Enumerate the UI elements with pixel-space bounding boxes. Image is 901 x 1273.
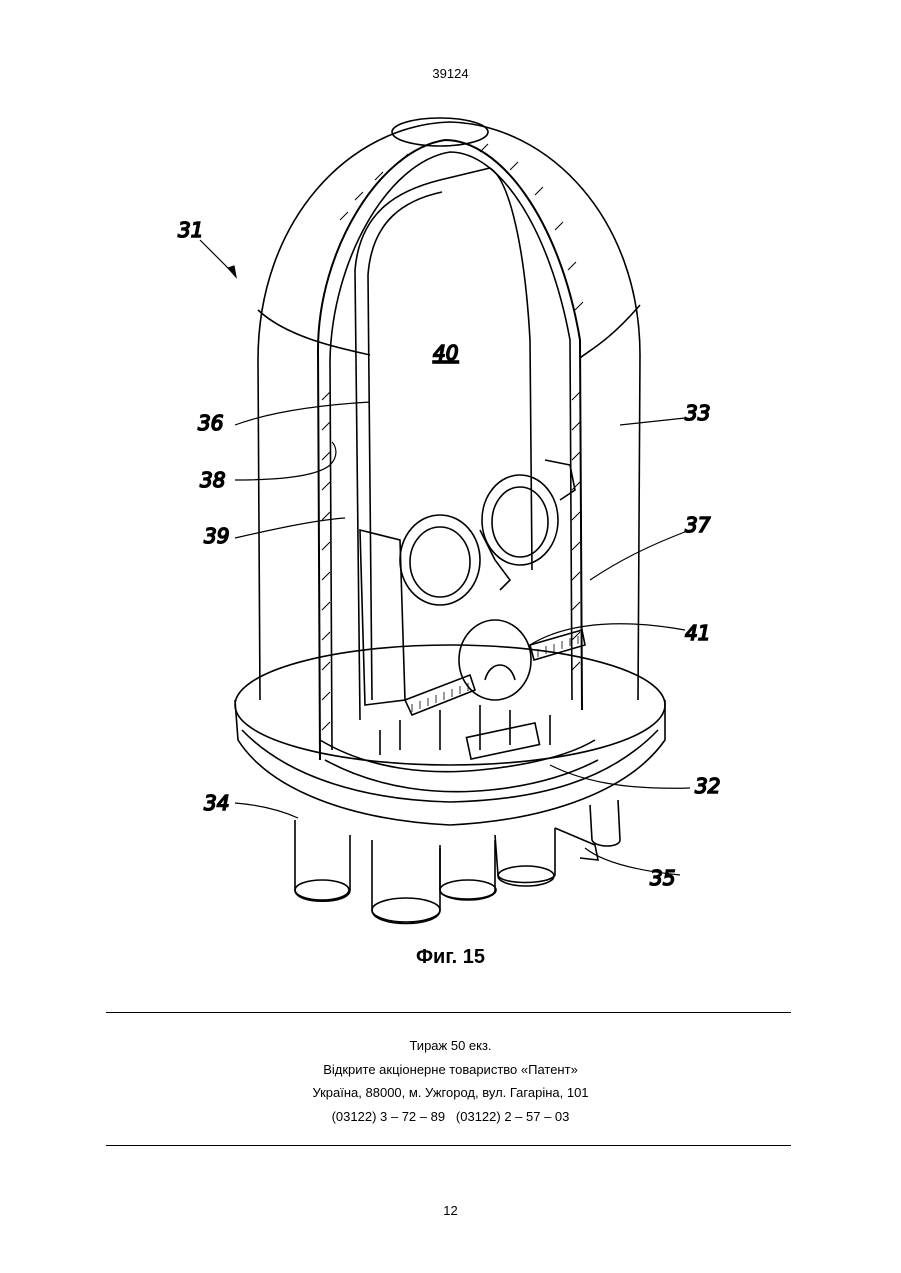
dome-outline [258,122,640,700]
figure-caption: Фиг. 15 [0,946,901,969]
label-31: 31 [178,218,203,242]
document-number: 39124 [0,66,901,81]
inner-shield-edge [368,192,442,700]
lower-ring-slot [485,665,515,680]
label-34: 34 [204,791,229,815]
label-37: 37 [685,513,711,537]
imprint-block: Тираж 50 екз. Відкрите акціонерне товари… [0,1034,901,1128]
ring-left [400,515,480,605]
section-hatching [322,144,583,730]
label-39: 39 [204,524,229,548]
label-36: 36 [198,411,223,435]
label-41: 41 [685,621,710,645]
label-35: 35 [650,866,675,890]
bottom-divider [106,1145,791,1146]
ring-left-inner [410,527,470,597]
base-block [466,723,539,759]
label-38: 38 [200,468,225,492]
leader-lines [200,240,690,875]
label-32: 32 [695,774,720,798]
ring-bracket [480,460,575,590]
mounting-plate-left [360,530,405,705]
label-40: 40 [433,341,458,365]
label-33: 33 [685,401,710,425]
base-ring-top [235,645,665,765]
imprint-publisher: Відкрите акціонерне товариство «Патент» [0,1058,901,1082]
base-ring-side [235,700,665,825]
imprint-phones: (03122) 3 – 72 – 89 (03122) 2 – 57 – 03 [0,1105,901,1129]
imprint-circulation: Тираж 50 екз. [0,1034,901,1058]
imprint-address: Україна, 88000, м. Ужгород, вул. Гагарін… [0,1081,901,1105]
inner-shield [355,168,532,720]
contact-pins [295,800,620,924]
top-divider [106,1012,791,1013]
page-number: 12 [0,1203,901,1218]
ring-right-inner [492,487,548,557]
ring-right [482,475,558,565]
lower-ring [459,620,531,700]
patent-drawing-figure: 31 40 36 33 38 39 37 41 34 32 35 [150,100,750,940]
